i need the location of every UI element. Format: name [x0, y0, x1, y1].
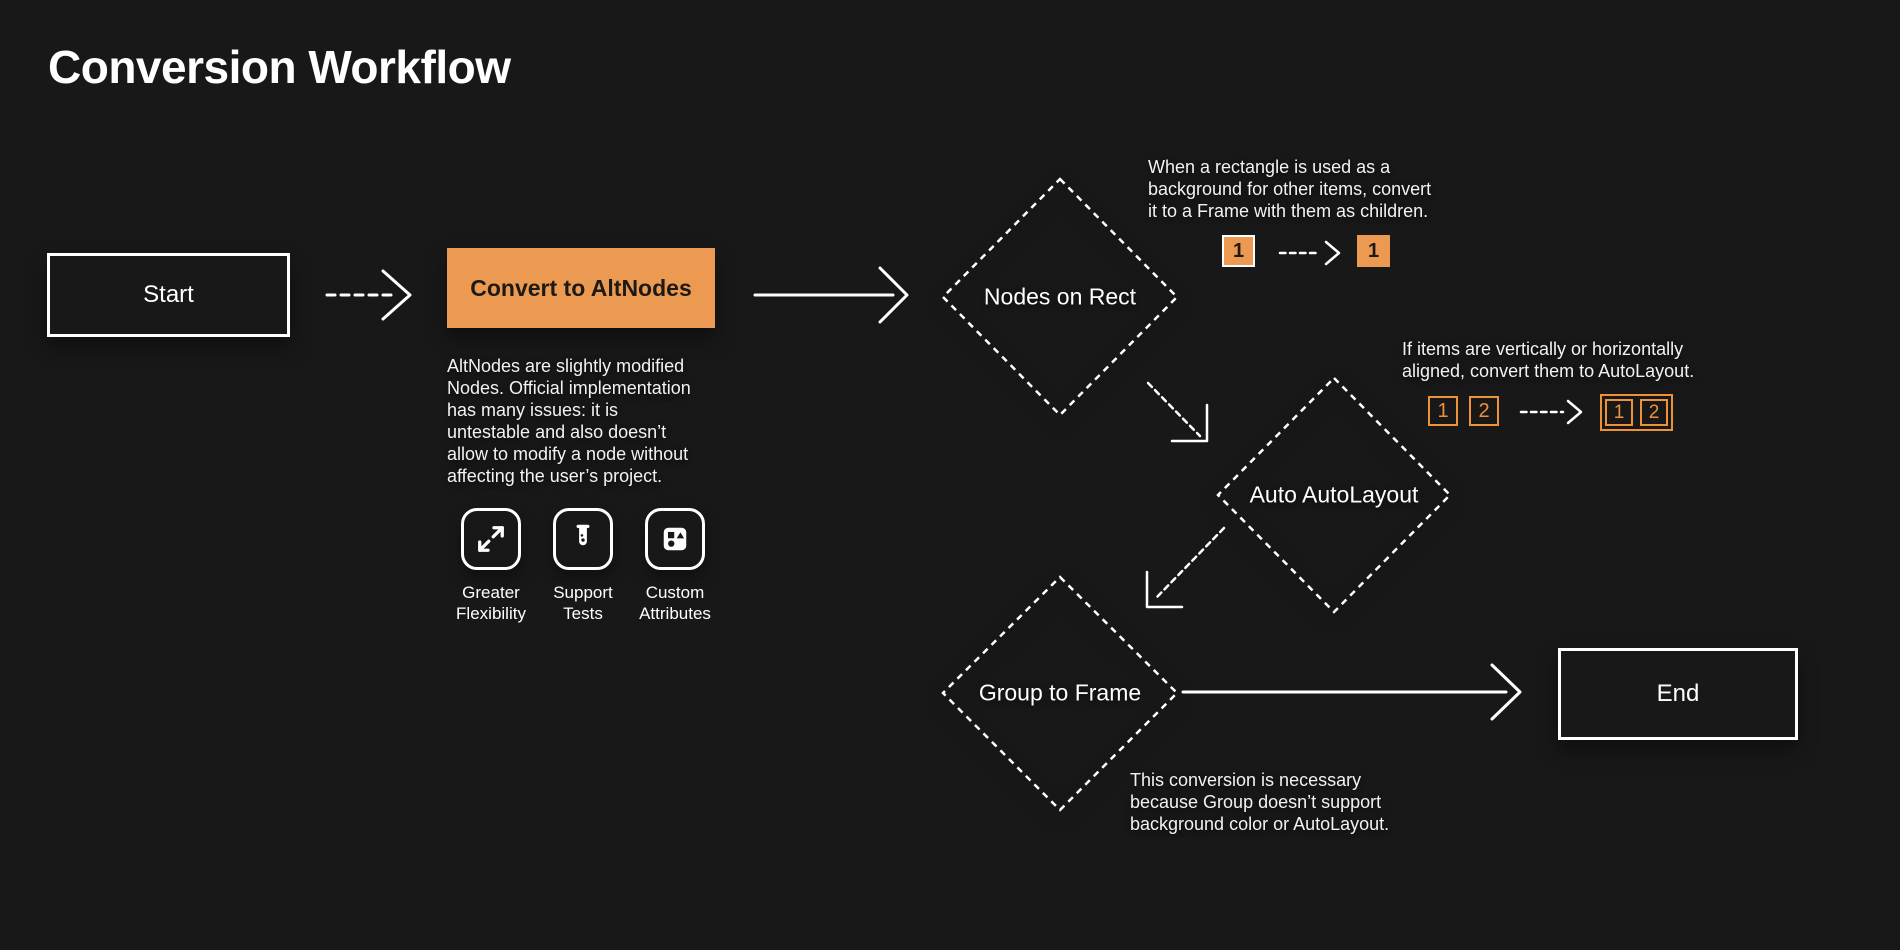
- rect-example-before: 1: [1222, 235, 1255, 267]
- expand-icon: [461, 508, 521, 570]
- note-line: has many issues: it is: [447, 400, 619, 420]
- note-line: aligned, convert them to AutoLayout.: [1402, 361, 1695, 381]
- feature-custom-attributes: Custom Attributes: [629, 508, 721, 624]
- item-label: 2: [1648, 401, 1660, 423]
- note-line: AltNodes are slightly modified: [447, 356, 685, 376]
- note-line: because Group doesn’t support: [1130, 792, 1382, 812]
- note-line: background color or AutoLayout.: [1130, 814, 1390, 834]
- group-to-frame-note: This conversion is necessary because Gro…: [1130, 769, 1389, 835]
- note-line: affecting the user’s project.: [447, 466, 663, 486]
- auto-autolayout-note: If items are vertically or horizontally …: [1402, 338, 1694, 382]
- feature-label: Greater Flexibility: [456, 582, 526, 624]
- page-title: Conversion Workflow: [48, 41, 511, 93]
- test-tube-icon-glyph: [576, 524, 590, 546]
- start-node[interactable]: Start: [47, 253, 290, 337]
- feature-support-tests: Support Tests: [537, 508, 629, 624]
- convert-node-label: Convert to AltNodes: [470, 274, 692, 301]
- autolayout-example-after: 1 2: [1600, 394, 1673, 431]
- dashed-arrow-autolayout-to-group: [1145, 526, 1226, 609]
- auto-autolayout-label: Auto AutoLayout: [1249, 481, 1419, 508]
- feature-label: Support Tests: [553, 582, 613, 624]
- note-line: allow to modify a node without: [447, 444, 689, 464]
- autolayout-after-item-1: 1: [1605, 399, 1633, 426]
- altnodes-features: Greater Flexibility Support Tests: [445, 508, 721, 624]
- rect-example-after-label: 1: [1367, 239, 1380, 262]
- autolayout-example-before: 1 2: [1428, 396, 1499, 426]
- arrow-corner-head: [1145, 570, 1184, 609]
- rect-example-after: 1: [1357, 235, 1390, 267]
- arrow-head: [1490, 663, 1522, 721]
- nodes-on-rect-label: Nodes on Rect: [983, 283, 1137, 310]
- dashed-arrow-autolayout-example: [1519, 399, 1583, 425]
- feature-label-line: Flexibility: [456, 604, 526, 623]
- feature-label-line: Tests: [563, 604, 603, 623]
- note-line: Nodes. Official implementation: [447, 378, 691, 398]
- arrow-line: [1146, 381, 1202, 438]
- nodes-on-rect-diamond[interactable]: [941, 177, 1179, 417]
- item-label: 2: [1478, 399, 1490, 422]
- start-node-label: Start: [143, 281, 194, 308]
- arrow-line: [1155, 526, 1226, 599]
- note-line: This conversion is necessary: [1130, 770, 1362, 790]
- arrow-corner-head: [1170, 403, 1209, 443]
- autolayout-before-item-2: 2: [1469, 396, 1499, 426]
- feature-greater-flexibility: Greater Flexibility: [445, 508, 537, 624]
- autolayout-after-item-2: 2: [1640, 399, 1668, 426]
- arrow-group-to-end: [1181, 663, 1522, 721]
- arrow-head: [1566, 399, 1583, 425]
- altnodes-description: AltNodes are slightly modified Nodes. Of…: [447, 355, 691, 487]
- autolayout-before-item-1: 1: [1428, 396, 1458, 426]
- feature-label-line: Support: [553, 583, 613, 602]
- auto-autolayout-diamond[interactable]: [1216, 376, 1452, 614]
- arrow-head: [878, 266, 909, 324]
- feature-label: Custom Attributes: [639, 582, 711, 624]
- convert-to-altnodes-node[interactable]: Convert to AltNodes: [447, 248, 715, 328]
- end-node[interactable]: End: [1558, 648, 1798, 740]
- end-node-label: End: [1656, 680, 1700, 707]
- feature-label-line: Attributes: [639, 604, 711, 623]
- group-to-frame-label: Group to Frame: [978, 679, 1142, 706]
- arrow-convert-to-nodes-on-rect: [753, 266, 909, 324]
- dashed-arrow-start-to-convert: [325, 269, 412, 321]
- arrow-head: [381, 269, 412, 321]
- note-line: background for other items, convert: [1148, 179, 1432, 199]
- dashed-arrow-nodes-to-autolayout: [1146, 381, 1209, 443]
- item-label: 1: [1613, 401, 1625, 423]
- note-line: it to a Frame with them as children.: [1148, 201, 1429, 221]
- feature-label-line: Greater: [462, 583, 520, 602]
- item-label: 1: [1437, 399, 1449, 422]
- test-tube-icon: [553, 508, 613, 570]
- feature-label-line: Custom: [645, 583, 705, 602]
- dashed-arrow-rect-example: [1278, 240, 1341, 266]
- shapes-icon: [645, 508, 705, 570]
- note-line: untestable and also doesn’t: [447, 422, 667, 442]
- note-line: If items are vertically or horizontally: [1402, 339, 1684, 359]
- shapes-icon-glyph: [663, 527, 687, 551]
- group-to-frame-diamond[interactable]: [941, 575, 1179, 812]
- arrow-head: [1324, 240, 1341, 266]
- rect-example-before-label: 1: [1232, 239, 1245, 262]
- expand-icon-glyph: [478, 526, 504, 552]
- note-line: When a rectangle is used as a: [1148, 157, 1391, 177]
- nodes-on-rect-note: When a rectangle is used as a background…: [1148, 156, 1431, 222]
